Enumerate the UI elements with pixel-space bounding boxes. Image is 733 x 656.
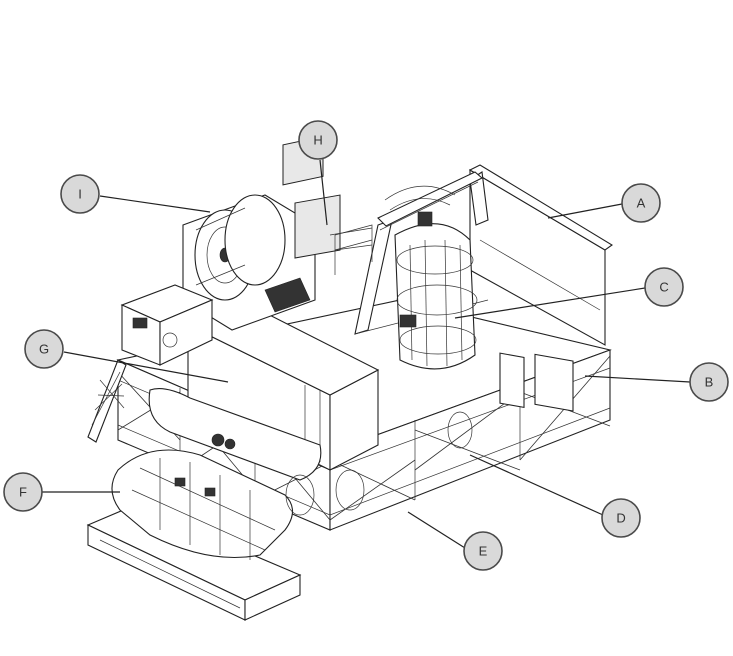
callout-f: F	[3, 472, 43, 512]
callout-i: I	[60, 174, 100, 214]
leader-c	[454, 287, 646, 319]
leader-e	[407, 511, 466, 549]
launch-cage	[384, 185, 478, 370]
callout-g-label: G	[39, 342, 49, 357]
leader-lines	[42, 159, 691, 549]
callout-e-label: E	[479, 544, 488, 559]
leader-d	[469, 454, 604, 516]
power-unit-skid	[120, 284, 214, 366]
callout-f-label: F	[19, 485, 27, 500]
leader-a	[547, 203, 623, 219]
callout-d-label: D	[616, 511, 625, 526]
callout-h-label: H	[313, 133, 322, 148]
lifting-frame	[354, 171, 489, 335]
rov-skid	[86, 449, 302, 621]
callout-i-label: I	[78, 187, 82, 202]
control-cabin	[468, 164, 613, 412]
callout-c: C	[644, 267, 684, 307]
machine-illustration	[86, 135, 613, 621]
callout-h: H	[298, 120, 338, 160]
callout-a-label: A	[637, 196, 646, 211]
callout-g: G	[24, 329, 64, 369]
callout-a: A	[621, 183, 661, 223]
leader-g	[63, 351, 229, 383]
callout-b-label: B	[705, 375, 714, 390]
sub-frame-detail	[285, 411, 473, 516]
leader-i	[99, 195, 211, 213]
handrails	[334, 224, 373, 275]
umbilical-winch	[182, 135, 373, 331]
pressure-vessel	[148, 388, 322, 481]
callout-d: D	[601, 498, 641, 538]
leader-h	[319, 159, 328, 226]
access-stairs	[87, 359, 127, 443]
callout-b: B	[689, 362, 729, 402]
leader-b	[584, 375, 691, 383]
callout-e: E	[463, 531, 503, 571]
callout-c-label: C	[659, 280, 668, 295]
